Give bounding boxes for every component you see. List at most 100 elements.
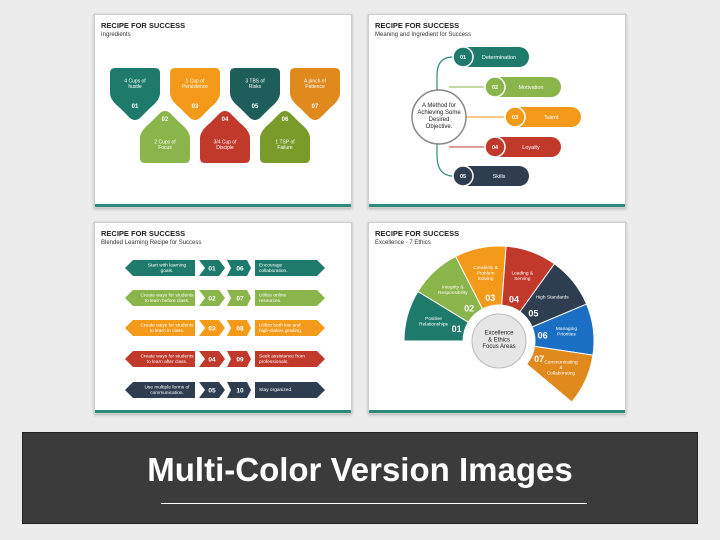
slide-meaning[interactable]: RECIPE FOR SUCCESS Meaning and Ingredien… xyxy=(368,14,626,208)
ingredient-shape xyxy=(110,68,160,120)
step-bar-right xyxy=(255,320,325,336)
item-label: Motivation xyxy=(518,85,543,91)
ingredient-number: 03 xyxy=(192,104,199,110)
step-bar-right xyxy=(255,260,325,276)
step-number-tag xyxy=(227,320,251,336)
ethic-number: 06 xyxy=(538,331,548,341)
step-number-left: 01 xyxy=(208,266,216,273)
slide-excellence[interactable]: RECIPE FOR SUCCESS Excellence - 7 Ethics… xyxy=(368,222,626,414)
step-text-right: Stay organized. xyxy=(259,387,292,393)
item-number-badge xyxy=(452,46,474,68)
item-label: Determination xyxy=(482,55,516,61)
item-number: 01 xyxy=(460,55,466,61)
step-number-left: 05 xyxy=(208,388,216,395)
step-bar-left xyxy=(125,351,195,367)
ingredient-shape xyxy=(230,68,280,120)
ethic-number: 05 xyxy=(528,309,538,319)
ingredient-shape xyxy=(260,111,310,163)
slide-subtitle: Meaning and Ingredient for Success xyxy=(375,32,472,38)
step-bar-right xyxy=(255,351,325,367)
item-number-badge xyxy=(452,165,474,187)
ethic-segment xyxy=(454,245,507,310)
ethic-segment xyxy=(417,255,484,323)
slide-title: RECIPE FOR SUCCESS xyxy=(101,21,186,30)
meaning-diagram: 01 Determination 02 Motivation 03 Talent 04 Loy… xyxy=(411,46,581,187)
step-number-tag xyxy=(227,382,251,398)
ingredient-number: 04 xyxy=(222,117,229,123)
slide-title: RECIPE FOR SUCCESS xyxy=(375,229,460,238)
step-number-left: 04 xyxy=(208,357,216,364)
ethic-number: 01 xyxy=(452,324,462,334)
ingredient-number: 06 xyxy=(282,117,289,123)
item-label: Loyalty xyxy=(522,145,540,151)
item-label: Talent xyxy=(544,115,559,121)
step-number-right: 06 xyxy=(236,266,244,273)
item-number: 02 xyxy=(492,85,498,91)
item-label: Skills xyxy=(493,174,506,180)
item-number-badge xyxy=(484,76,506,98)
ingredient-shape xyxy=(170,68,220,120)
ingredient-number: 05 xyxy=(252,104,259,110)
step-number-tag xyxy=(199,320,225,336)
step-bar-right xyxy=(255,290,325,306)
slide-ingredients[interactable]: RECIPE FOR SUCCESS Ingredients 4 Cups of… xyxy=(94,14,352,208)
step-number-right: 10 xyxy=(236,388,244,395)
slide-subtitle: Excellence - 7 Ethics xyxy=(375,240,431,246)
ethic-label: High Standards xyxy=(536,295,570,301)
step-bar-left xyxy=(125,260,195,276)
ethic-segment xyxy=(519,263,588,328)
slide-blended-learning[interactable]: RECIPE FOR SUCCESS Blended Learning Reci… xyxy=(94,222,352,414)
step-number-right: 08 xyxy=(236,326,244,333)
item-number: 03 xyxy=(512,115,518,121)
step-bar-left xyxy=(125,320,195,336)
slide-title: RECIPE FOR SUCCESS xyxy=(101,229,186,238)
step-number-tag xyxy=(227,351,251,367)
ethic-label: Communicating&Collaborating xyxy=(544,360,578,377)
step-bar-left xyxy=(125,382,195,398)
step-number-left: 02 xyxy=(208,296,216,303)
ethic-segment xyxy=(403,290,469,342)
item-number-badge xyxy=(484,136,506,158)
step-number-tag xyxy=(227,290,251,306)
banner-title: Multi-Color Version Images xyxy=(147,451,573,488)
ingredient-number: 01 xyxy=(132,104,139,110)
ethic-number: 07 xyxy=(534,354,544,364)
step-number-left: 03 xyxy=(208,326,216,333)
step-number-tag xyxy=(199,351,225,367)
item-number: 05 xyxy=(460,174,466,180)
step-number-right: 07 xyxy=(236,296,244,303)
step-number-tag xyxy=(227,260,251,276)
slide-title: RECIPE FOR SUCCESS xyxy=(375,21,460,30)
ingredient-number: 02 xyxy=(162,117,169,123)
ethic-label: Integrity &Responsibility xyxy=(438,285,468,297)
step-bar-left xyxy=(125,290,195,306)
item-number: 04 xyxy=(492,145,499,151)
ethic-number: 04 xyxy=(509,295,519,305)
ethic-label: Leading &Serving xyxy=(511,270,533,282)
slide-subtitle: Ingredients xyxy=(101,32,131,38)
banner: Multi-Color Version Images xyxy=(22,432,698,524)
